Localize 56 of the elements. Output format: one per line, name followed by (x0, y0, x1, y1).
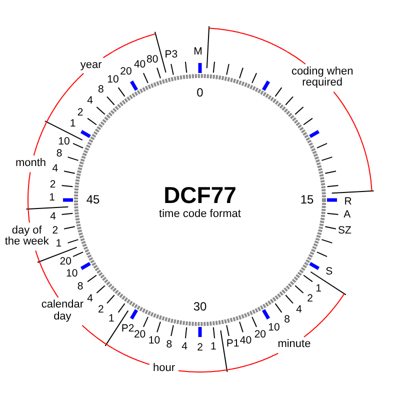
tick-label: 1 (56, 238, 62, 250)
tick-label: 2 (52, 225, 58, 236)
tick-label: 40 (240, 335, 252, 346)
tick-label: 10 (268, 322, 280, 334)
bracket-label: minute (278, 339, 311, 351)
tick-label: 8 (98, 84, 104, 96)
tick-label: 1 (210, 342, 216, 353)
tick-label: 1 (108, 313, 114, 324)
bracket-label: month (15, 158, 46, 170)
tick-label: A (344, 210, 351, 221)
tick-label: 1 (49, 192, 55, 204)
tick-label: 4 (52, 164, 58, 175)
tick-label: 10 (58, 136, 70, 148)
tick-label: P2 (121, 324, 134, 335)
tick-label: R (344, 196, 352, 208)
tick-label: 4 (182, 342, 188, 353)
tick-label: SZ (338, 225, 352, 236)
tick-label: 20 (134, 330, 146, 341)
tick-label: 40 (134, 59, 146, 70)
tick-label: 20 (120, 66, 132, 78)
tick-label: S (326, 266, 333, 278)
tick-label: 10 (107, 74, 119, 86)
tick-label: 2 (307, 294, 313, 305)
tick-label: 4 (87, 294, 93, 305)
tick-label: 2 (98, 304, 104, 316)
tick-label: 2 (197, 342, 203, 354)
tick-label: 80 (146, 54, 158, 66)
tick-label: 8 (56, 148, 62, 160)
diagram-title: DCF77 (164, 182, 236, 208)
tick-label: 8 (77, 281, 84, 292)
tick-label: 8 (284, 314, 290, 326)
dial-number: 30 (193, 300, 207, 314)
bracket-label: coding when required (290, 66, 354, 90)
bracket-label: calendar day (40, 300, 84, 323)
tick-label: 20 (60, 256, 72, 268)
tick-label: 2 (50, 179, 56, 190)
tick-label: M (194, 46, 202, 58)
tick-label: 8 (166, 339, 172, 350)
bracket-label: day of the week (4, 225, 50, 248)
bracket-label: hour (153, 363, 176, 375)
tick-label: 4 (50, 212, 56, 223)
subtitle: time code format (159, 209, 241, 221)
tick-label: 2 (77, 108, 84, 118)
dial-number: 0 (196, 86, 204, 100)
tick-label: 10 (66, 268, 78, 280)
tick-label: 1 (316, 283, 322, 294)
dial-number: 45 (86, 194, 100, 206)
tick-label: 4 (87, 95, 93, 106)
dial-number: 15 (300, 194, 314, 206)
tick-label: 1 (70, 118, 76, 130)
tick-label: 4 (296, 304, 302, 316)
tick-label: 20 (254, 330, 266, 341)
tick-label: 10 (148, 335, 160, 346)
tick-label: P3 (164, 49, 178, 60)
tick-label: P1 (226, 338, 240, 350)
bracket-label: year (80, 60, 102, 72)
